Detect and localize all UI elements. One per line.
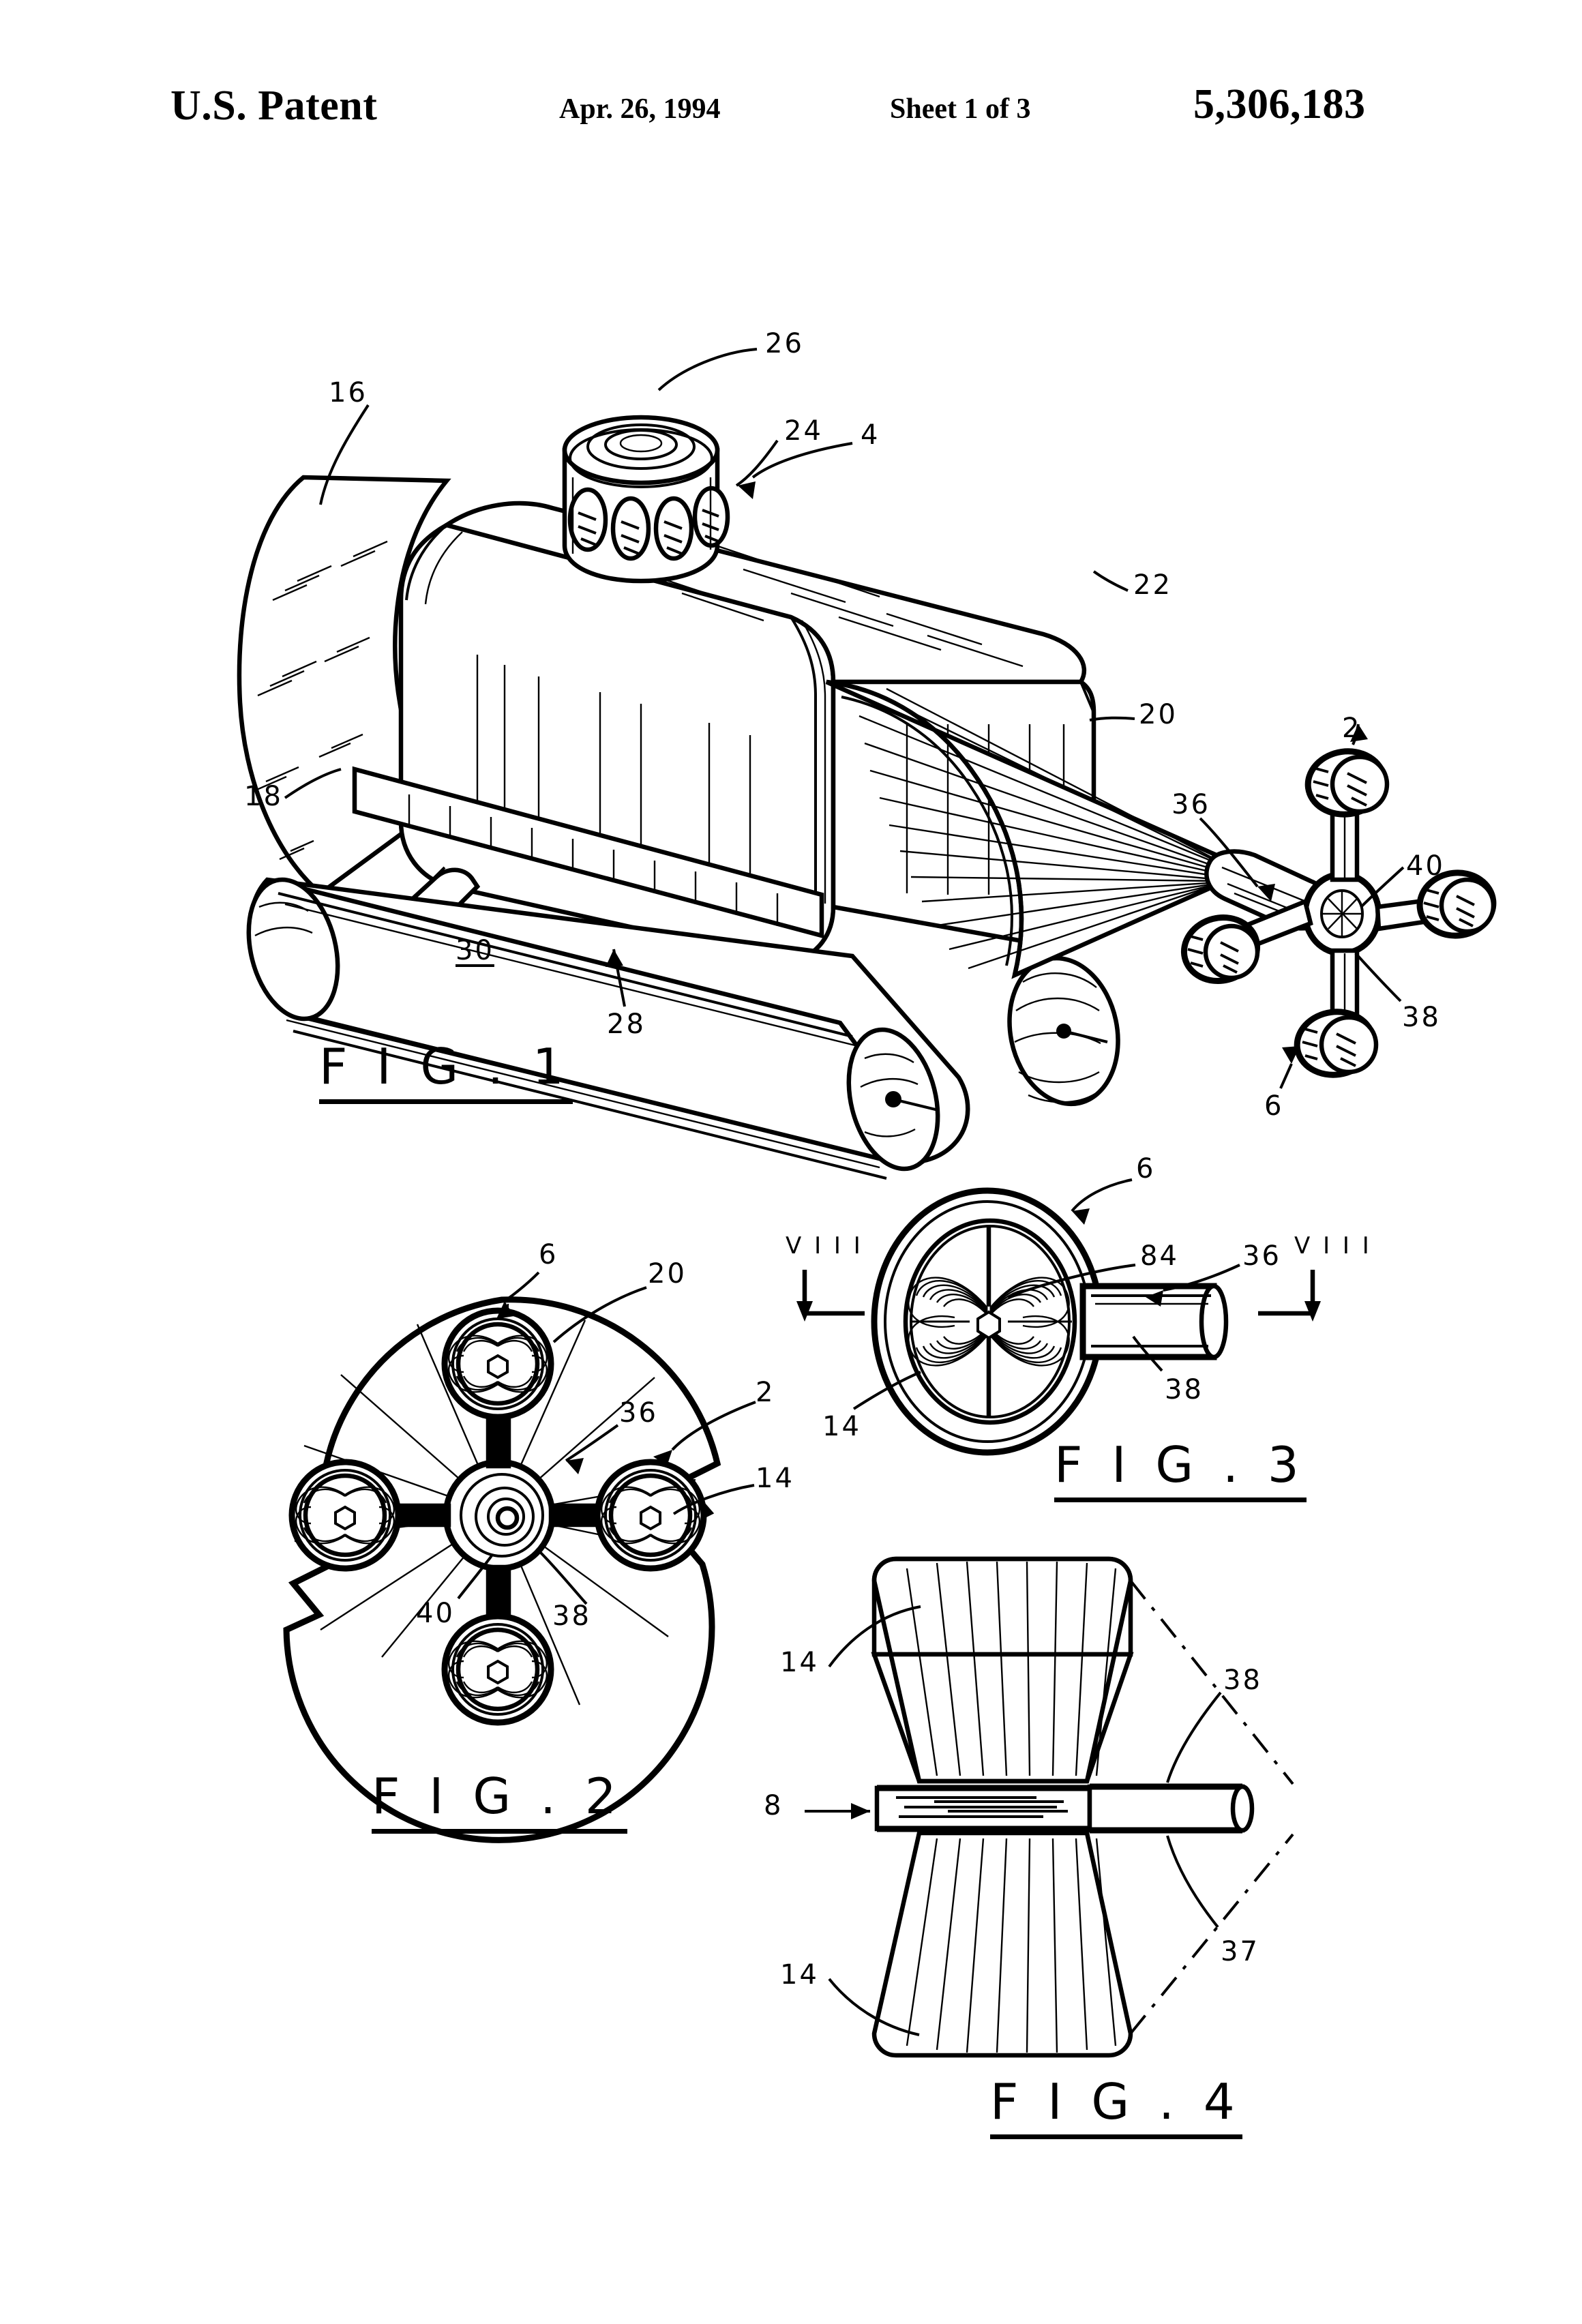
fig4-phantom-outline [1129,1579,1294,2035]
fig2-ref-40: 40 [416,1598,455,1629]
fig2-ref-2: 2 [756,1377,775,1408]
fig1-ref-38: 38 [1402,1002,1441,1033]
fig4-ref-14-upper: 14 [780,1647,819,1678]
fig3-leader-lines [852,1178,1240,1410]
fig2-leader-lines [457,1271,756,1605]
fig1-brush-unit-top [1304,748,1390,818]
fig1-cone-rays [859,687,1223,970]
fig1-ref-22: 22 [1133,569,1172,601]
fig2-ref-20: 20 [648,1258,687,1290]
fig1-ref-26: 26 [765,328,804,359]
fig3-ref-6: 6 [1136,1153,1156,1185]
fig2-ref-36: 36 [619,1397,658,1429]
fig2-brush-bottom [441,1613,554,1726]
fig1-caption-text: F I G . 1 [319,1038,571,1095]
fig2-brush-right [594,1459,707,1572]
fig2-bristles-right [601,1486,700,1545]
fig3-group [796,1178,1321,1456]
fig1-brush-unit-left [1180,914,1261,985]
fig4-hub-hatch [896,1796,1068,1818]
fig2-ref-38: 38 [552,1600,591,1632]
fig1-ref-40: 40 [1406,850,1445,882]
fig3-caption-text: F I G . 3 [1054,1436,1306,1493]
fig1-ref-20: 20 [1139,699,1178,730]
patent-office-title: U.S. Patent [170,83,378,129]
fig3-ref-38: 38 [1165,1374,1204,1405]
fig1-group [237,348,1497,1180]
fig4-ref-14-lower: 14 [780,1959,819,1991]
fig2-brush-left [288,1459,402,1572]
fig4-ref-8: 8 [764,1790,783,1821]
fig2-caption-text: F I G . 2 [372,1768,623,1825]
fig4-caption: F I G . 4 [990,2077,1242,2139]
fig3-ref-14: 14 [822,1411,861,1442]
fig1-roller [246,877,940,1180]
fig1-ref-16: 16 [329,377,368,408]
fig1-ref-2: 2 [1342,713,1362,744]
fig1-stack [562,415,730,584]
sheet-number: Sheet 1 of 3 [890,93,1031,125]
fig1-stack-vents [567,486,730,561]
fig1-caption-underline [319,1099,573,1104]
fig4-caption-underline [990,2134,1242,2139]
fig4-arrowheads [851,1803,870,1819]
fig4-bristles-lower [906,1838,1117,2053]
fig1-ref-18: 18 [244,781,283,812]
fig1-ref-6: 6 [1264,1090,1284,1122]
fig2-ref-6: 6 [539,1239,558,1270]
fig4-group [805,1556,1294,2058]
fig1-ref-30: 30 [456,935,494,966]
patent-date: Apr. 26, 1994 [559,93,721,125]
fig2-bristles-bottom [448,1640,548,1699]
fig1-arrowheads [606,481,1368,1064]
fig3-arrowheads [1072,1208,1163,1307]
fig1-rear-hatching [253,540,388,861]
fig3-ref-84: 84 [1140,1240,1179,1272]
fig1-caption: F I G . 1 [319,1042,573,1104]
fig2-bristles-top [448,1335,548,1393]
fig1-ref-24: 24 [784,415,823,447]
fig2-arrowheads [496,1301,672,1474]
fig3-caption: F I G . 3 [1054,1440,1307,1502]
fig2-brush-top [441,1307,554,1420]
fig1-wheel [1007,955,1120,1107]
fig1-brush-unit-right [1416,869,1497,939]
fig4-caption-text: F I G . 4 [990,2073,1242,2130]
fig1-ref-36: 36 [1171,789,1210,820]
fig4-leader-lines [805,1605,1222,2036]
fig2-caption-underline [372,1829,627,1834]
fig3-section-marker-left: V I I I [786,1232,863,1260]
fig1-ref-28: 28 [607,1009,646,1040]
patent-number: 5,306,183 [1193,81,1366,128]
fig4-bristles-upper [906,1561,1117,1776]
fig2-caption: F I G . 2 [372,1772,627,1834]
fig2-bristles-left [295,1486,395,1545]
fig4-ref-37: 37 [1221,1936,1259,1967]
fig3-bristles [908,1277,1070,1367]
fig3-ref-36: 36 [1242,1240,1281,1272]
fig2-ref-14: 14 [756,1463,794,1494]
fig3-caption-underline [1054,1498,1307,1502]
fig4-ref-38: 38 [1223,1665,1262,1696]
fig2-group [283,1271,756,1843]
fig3-section-marker-right: V I I I [1294,1232,1372,1260]
sheet-header: U.S. Patent Apr. 26, 1994 Sheet 1 of 3 5… [0,81,1582,157]
fig1-ref-4: 4 [861,419,880,451]
fig3-section-lines [796,1270,1321,1322]
